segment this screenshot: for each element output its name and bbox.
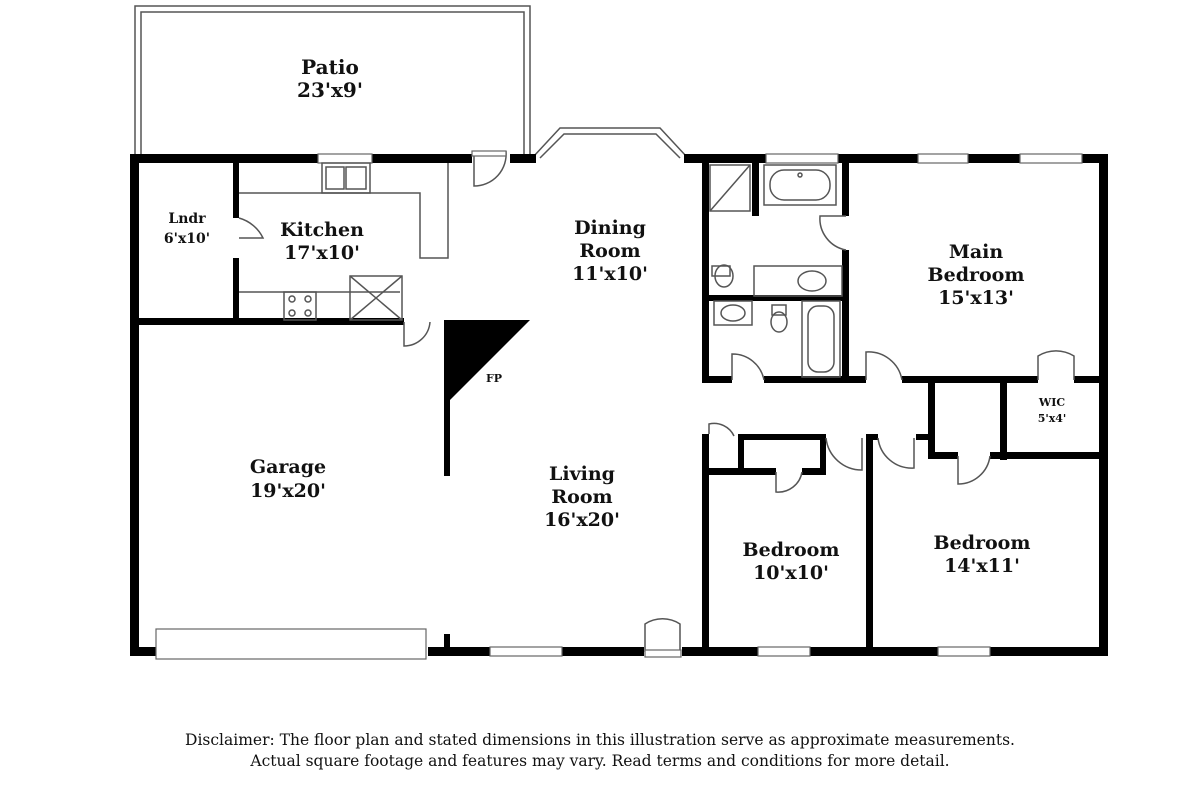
disclaimer-line-2: Actual square footage and features may v…	[250, 752, 950, 770]
dining-name-2: Room	[579, 240, 640, 262]
main-bedroom-name-2: Bedroom	[928, 264, 1025, 286]
kitchen-name: Kitchen	[280, 219, 364, 241]
fireplace	[444, 320, 530, 400]
bay-window	[533, 127, 687, 159]
living-name-1: Living	[549, 463, 615, 485]
exterior-walls	[130, 154, 1108, 656]
living-name-2: Room	[551, 486, 612, 508]
patio-name: Patio	[301, 55, 359, 79]
kitchen-fixtures	[239, 162, 449, 321]
bath-fixtures	[709, 164, 843, 378]
laundry-dims: 6'x10'	[164, 231, 210, 247]
patio-dims: 23'x9'	[297, 78, 363, 102]
garage-dims: 19'x20'	[250, 480, 326, 502]
kitchen-dims: 17'x10'	[284, 242, 360, 264]
room-labels: Patio 23'x9' Lndr 6'x10' Kitchen 17'x10'…	[164, 55, 1066, 584]
bedroom-3-name: Bedroom	[934, 532, 1031, 554]
main-bedroom-dims: 15'x13'	[938, 287, 1014, 309]
doors	[238, 150, 1075, 658]
dining-name-1: Dining	[574, 217, 646, 239]
dining-dims: 11'x10'	[572, 263, 648, 285]
main-bedroom-name-1: Main	[949, 241, 1004, 263]
disclaimer-line-1: Disclaimer: The floor plan and stated di…	[185, 731, 1015, 749]
wic-dims: 5'x4'	[1038, 412, 1067, 425]
living-dims: 16'x20'	[544, 509, 620, 531]
laundry-name: Lndr	[168, 211, 206, 227]
wic-name: WIC	[1038, 396, 1065, 409]
fireplace-label: FP	[486, 372, 502, 385]
bedroom-3-dims: 14'x11'	[944, 555, 1020, 577]
disclaimer: Disclaimer: The floor plan and stated di…	[0, 730, 1200, 772]
floor-plan: Patio 23'x9' Lndr 6'x10' Kitchen 17'x10'…	[130, 5, 1108, 660]
bedroom-2-dims: 10'x10'	[753, 562, 829, 584]
garage-name: Garage	[250, 456, 326, 478]
patio-outline	[134, 5, 531, 155]
windows	[155, 153, 1083, 660]
bedroom-2-name: Bedroom	[743, 539, 840, 561]
